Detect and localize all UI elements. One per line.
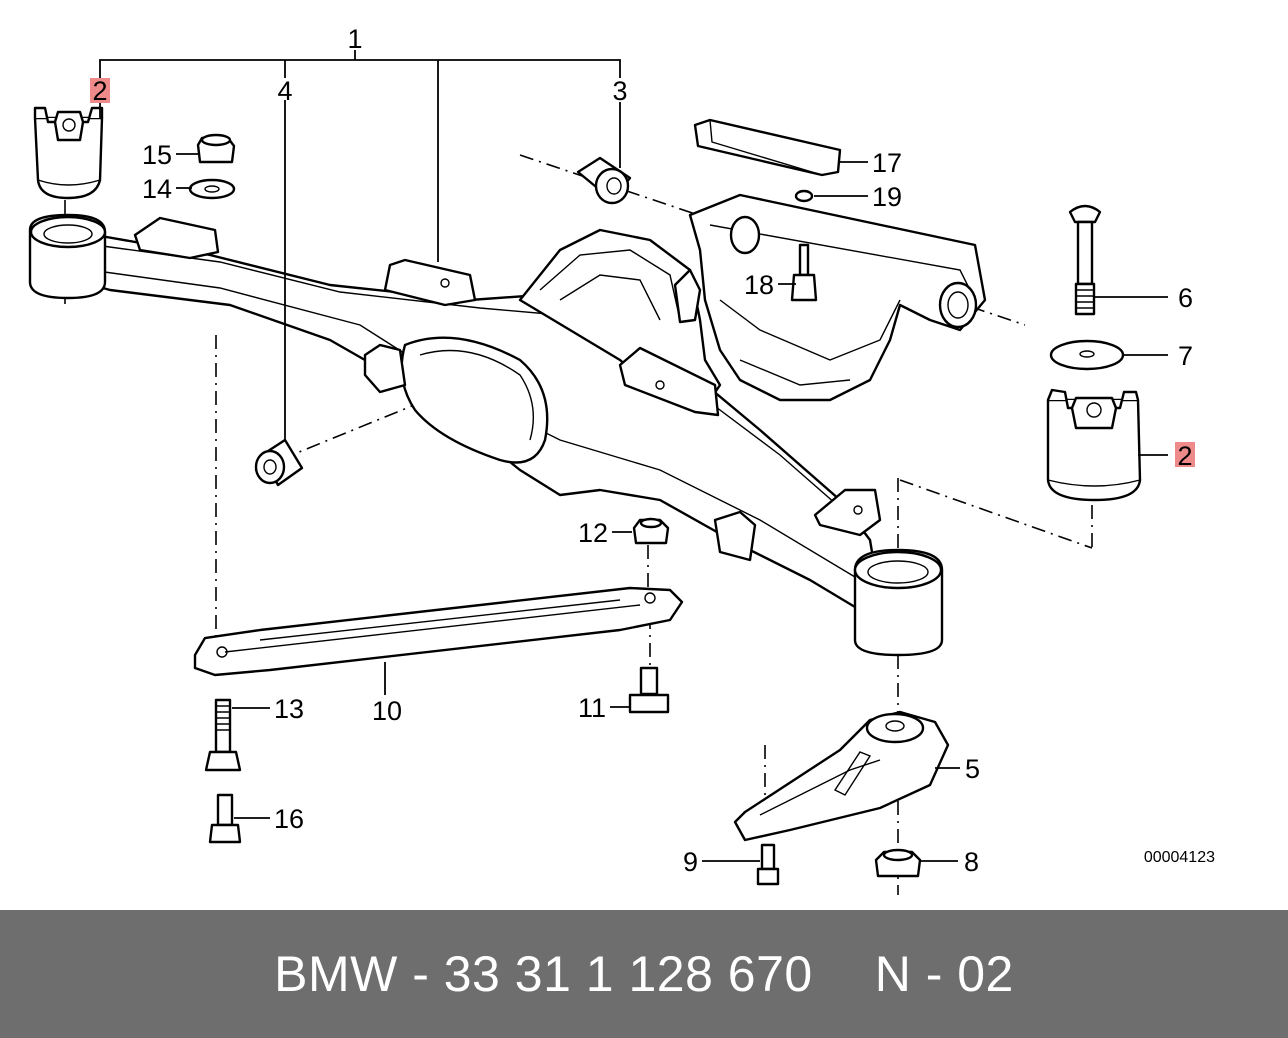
washer-14	[188, 178, 236, 200]
callout-6: 6	[1178, 283, 1193, 313]
bolt-6	[1068, 204, 1102, 316]
bracket-5	[733, 710, 950, 842]
bolt-18	[790, 243, 818, 302]
callout-2-right: 2	[1177, 441, 1192, 471]
footer-bar: BMW - 33 31 1 128 670 N - 02	[0, 910, 1288, 1038]
strut-bar-10	[193, 586, 684, 677]
diagram-code: N - 02	[874, 946, 1014, 1002]
washer-7	[1049, 339, 1125, 371]
diagram-canvas: 1 2 4 3 15 14 17 19 18 6 7 2 12 13 10 11…	[28, 24, 1215, 895]
bush-3	[576, 156, 632, 205]
pad-17	[693, 118, 842, 177]
callout-19: 19	[872, 182, 902, 212]
rubber-mount-right	[1046, 388, 1142, 502]
callout-17: 17	[872, 148, 902, 178]
callout-15: 15	[142, 140, 172, 170]
exploded-parts-diagram: 1 2 4 3 15 14 17 19 18 6 7 2 12 13 10 11…	[28, 24, 1215, 895]
bolt-13	[204, 698, 242, 772]
callout-3: 3	[612, 76, 627, 106]
callout-2-right-highlight	[1175, 442, 1195, 467]
rear-axle-carrier	[68, 193, 987, 612]
callout-8: 8	[964, 847, 979, 877]
right-mount-eye	[853, 548, 944, 657]
washer-19	[794, 189, 814, 203]
callout-labels: 1 2 4 3 15 14 17 19 18 6 7 2 12 13 10 11…	[92, 24, 1193, 877]
callout-2-left-highlight	[90, 78, 110, 103]
callout-1: 1	[347, 24, 362, 54]
part-number: BMW - 33 31 1 128 670	[274, 946, 813, 1002]
callout-4: 4	[277, 76, 292, 106]
callout-11: 11	[578, 693, 606, 723]
callout-5: 5	[965, 754, 980, 784]
rubber-mount-left	[33, 106, 104, 200]
callout-14: 14	[142, 174, 172, 204]
callout-2-left: 2	[92, 76, 107, 106]
callout-9: 9	[683, 847, 698, 877]
callout-12: 12	[578, 518, 608, 548]
leader-lines	[99, 50, 1168, 862]
screw-9	[756, 843, 780, 886]
callout-18: 18	[744, 270, 774, 300]
nut-12	[632, 517, 670, 545]
callout-7: 7	[1178, 341, 1193, 371]
callout-10: 10	[372, 696, 402, 726]
bush-4	[254, 438, 304, 487]
left-mount-eye	[28, 213, 107, 300]
diagram-reference-code: 00004123	[1144, 849, 1215, 866]
bolt-16	[208, 793, 242, 844]
callout-16: 16	[274, 804, 304, 834]
nut-8	[874, 848, 922, 878]
nut-15	[196, 133, 236, 164]
bolt-11	[628, 666, 670, 714]
callout-13: 13	[274, 694, 304, 724]
